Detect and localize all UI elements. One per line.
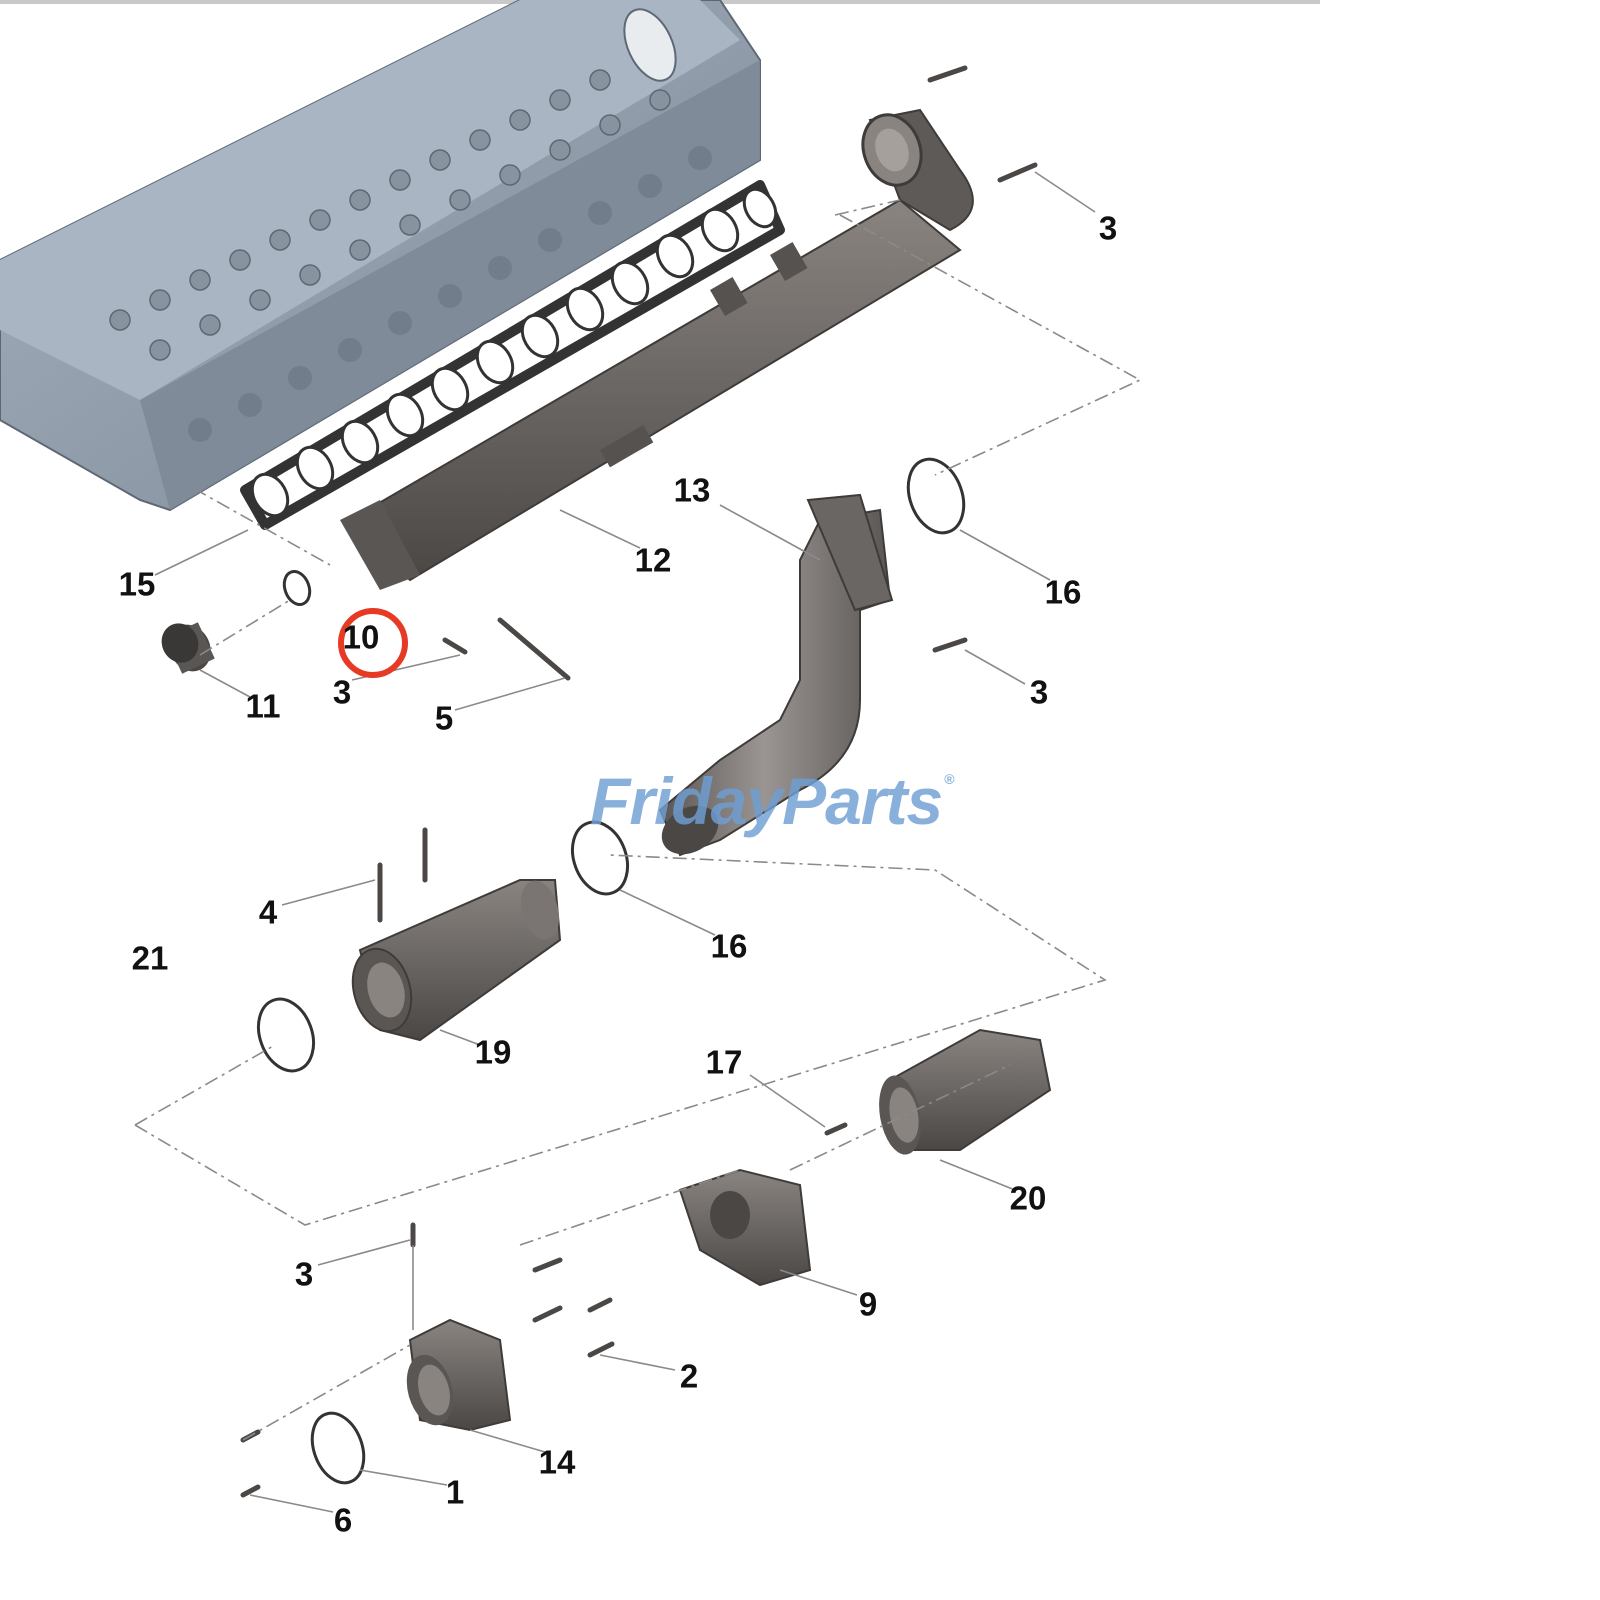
callout-1: 1 xyxy=(445,1473,465,1511)
exhaust-pipe-bend xyxy=(658,493,894,857)
watermark-text-right: Parts xyxy=(782,764,943,838)
callout-16: 16 xyxy=(1044,573,1082,611)
callout-16: 16 xyxy=(710,927,748,965)
watermark-logo: FridayParts® xyxy=(590,768,955,834)
egr-valve xyxy=(678,1168,812,1287)
pipe-connector xyxy=(879,1028,1052,1155)
bolts xyxy=(240,65,1038,1498)
callout-11: 11 xyxy=(245,687,281,725)
callout-3: 3 xyxy=(294,1255,314,1293)
callout-17: 17 xyxy=(705,1043,743,1081)
callout-3: 3 xyxy=(1029,673,1049,711)
callout-15: 15 xyxy=(118,565,156,603)
callout-3: 3 xyxy=(1098,209,1118,247)
registered-mark: ® xyxy=(944,771,954,787)
throttle-flange xyxy=(406,1318,512,1432)
callout-14: 14 xyxy=(538,1443,576,1481)
callout-9: 9 xyxy=(858,1285,878,1323)
highlight-circle xyxy=(338,608,408,678)
manifold-gasket xyxy=(240,180,785,530)
spacer-bushing xyxy=(161,622,215,674)
cylinder-head xyxy=(0,0,761,512)
callout-13: 13 xyxy=(673,471,711,509)
watermark-text-mid: y xyxy=(746,764,783,838)
o-rings xyxy=(256,457,966,1485)
callout-4: 4 xyxy=(258,893,278,931)
exhaust-manifold xyxy=(340,108,974,590)
callout-20: 20 xyxy=(1009,1179,1047,1217)
callout-10-highlighted: 10 xyxy=(342,618,380,656)
leader-lines xyxy=(134,171,1142,1513)
egr-housing xyxy=(351,879,562,1042)
callout-3: 3 xyxy=(332,673,352,711)
callout-19: 19 xyxy=(474,1033,512,1071)
callout-2: 2 xyxy=(679,1357,699,1395)
callout-21: 21 xyxy=(131,939,169,977)
watermark-text-left: Frida xyxy=(590,764,747,838)
callout-12: 12 xyxy=(634,541,672,579)
callout-5: 5 xyxy=(434,699,454,737)
callout-6: 6 xyxy=(333,1501,353,1539)
